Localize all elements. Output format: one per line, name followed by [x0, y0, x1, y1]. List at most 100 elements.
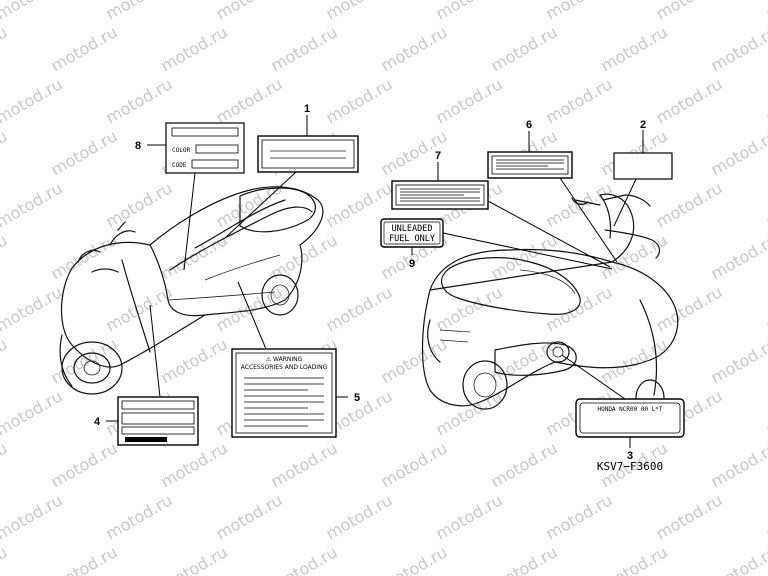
- watermark-text: motod.ru: [0, 230, 11, 283]
- watermark-text: motod.ru: [268, 438, 341, 491]
- watermark-text: motod.ru: [378, 438, 451, 491]
- callout-2: 2: [640, 119, 646, 131]
- callout-numbers: 1 2 3 4 5 6 7 8 9: [94, 103, 646, 462]
- watermark-text: motod.ru: [708, 438, 768, 491]
- label-9-line1: UNLEADED: [392, 224, 433, 234]
- watermark-text: motod.ru: [708, 334, 768, 387]
- watermark-text: motod.ru: [543, 490, 616, 543]
- label-7-text-lines: [400, 188, 480, 202]
- watermark-text: motod.ru: [103, 490, 176, 543]
- watermark-text: motod.ru: [158, 334, 231, 387]
- watermark-text: motod.ru: [0, 282, 66, 335]
- watermark-text: motod.ru: [0, 0, 66, 23]
- label-3-plate: HONDA NCR00 00 L*T: [575, 398, 685, 438]
- watermark-text: motod.ru: [488, 542, 561, 576]
- left-scooter-outline: [59, 186, 324, 395]
- label-5-text-lines: [244, 377, 324, 427]
- watermark-text: motod.ru: [103, 178, 176, 231]
- label-3-text: HONDA NCR00 00 L*T: [597, 406, 662, 413]
- callout-1: 1: [304, 103, 310, 115]
- watermark-text: motod.ru: [433, 0, 506, 23]
- watermark-text: motod.ru: [0, 490, 66, 543]
- watermark-text: motod.ru: [103, 0, 176, 23]
- watermark-text: motod.ru: [598, 22, 671, 75]
- watermark-text: motod.ru: [488, 334, 561, 387]
- watermark-text: motod.ru: [433, 282, 506, 335]
- watermark-text: motod.ru: [268, 542, 341, 576]
- watermark-text: motod.ru: [158, 230, 231, 283]
- watermark-text: motod.ru: [763, 0, 768, 23]
- drawing-code: KSV7−F3600: [597, 460, 663, 473]
- watermark-text: motod.ru: [0, 74, 66, 127]
- watermark-text: motod.ru: [598, 542, 671, 576]
- label-9-line2: FUEL ONLY: [389, 234, 435, 244]
- label-5-warning-title: ⚠ WARNING: [266, 356, 303, 363]
- watermark-text: motod.ru: [0, 178, 66, 231]
- watermark-text: motod.ru: [103, 282, 176, 335]
- leader-lines: [106, 115, 644, 448]
- watermark-text: motod.ru: [433, 386, 506, 439]
- label-6-plate: [487, 151, 573, 179]
- watermark-text: motod.ru: [488, 438, 561, 491]
- watermark-text: motod.ru: [488, 22, 561, 75]
- watermark-text: motod.ru: [0, 438, 11, 491]
- watermark-text: motod.ru: [763, 386, 768, 439]
- watermark-text: motod.ru: [653, 0, 726, 23]
- watermark-text: motod.ru: [213, 0, 286, 23]
- label-4-plate: [117, 396, 199, 446]
- watermark-text: motod.ru: [0, 126, 11, 179]
- watermark-text: motod.ru: [433, 74, 506, 127]
- watermark-text: motod.ru: [48, 22, 121, 75]
- watermark-text: motod.ru: [653, 282, 726, 335]
- watermark-text: motod.ru: [0, 334, 11, 387]
- watermark-text: motod.ru: [158, 542, 231, 576]
- callout-7: 7: [435, 150, 441, 162]
- watermark-text: motod.ru: [708, 542, 768, 576]
- watermark-text: motod.ru: [433, 490, 506, 543]
- watermark-text: motod.ru: [708, 22, 768, 75]
- label-1-plate: [257, 135, 359, 173]
- watermark-text: motod.ru: [598, 230, 671, 283]
- watermark-text: motod.ru: [323, 490, 396, 543]
- watermark-text: motod.ru: [48, 542, 121, 576]
- watermark-text: motod.ru: [763, 74, 768, 127]
- watermark-text: motod.ru: [213, 74, 286, 127]
- watermark-text: motod.ru: [763, 490, 768, 543]
- watermark-text: motod.ru: [213, 490, 286, 543]
- watermark-text: motod.ru: [763, 282, 768, 335]
- callout-9: 9: [409, 258, 415, 270]
- label-2-plate: [613, 152, 673, 180]
- watermark-text: motod.ru: [543, 282, 616, 335]
- watermark-text: motod.ru: [323, 0, 396, 23]
- watermark-text: motod.ru: [158, 22, 231, 75]
- label-7-plate: [391, 180, 489, 210]
- watermark-text: motod.ru: [598, 334, 671, 387]
- watermark-text: motod.ru: [0, 22, 11, 75]
- label-5-warning-plate: ⚠ WARNING ACCESSORIES AND LOADING: [231, 348, 337, 438]
- watermark-text: motod.ru: [0, 386, 66, 439]
- watermark-text: motod.ru: [323, 74, 396, 127]
- watermark-text: motod.ru: [103, 74, 176, 127]
- label-9-fuel-plate: UNLEADED FUEL ONLY: [380, 218, 444, 248]
- label-8-plate: COLOR CODE: [165, 122, 245, 174]
- watermark-text: motod.ru: [543, 74, 616, 127]
- label-8-code-text: CODE: [172, 162, 187, 169]
- watermark-text: motod.ru: [378, 542, 451, 576]
- watermark-text: motod.ru: [48, 438, 121, 491]
- label-6-text-lines: [496, 159, 564, 170]
- callout-4: 4: [94, 416, 101, 428]
- watermark-text: motod.ru: [708, 230, 768, 283]
- watermark-text: motod.ru: [543, 0, 616, 23]
- watermark-text: motod.ru: [158, 438, 231, 491]
- watermark-text: motod.ru: [653, 490, 726, 543]
- watermark-text: motod.ru: [0, 542, 11, 576]
- label-8-color-text: COLOR: [172, 147, 190, 154]
- callout-5: 5: [354, 392, 360, 404]
- watermark-text: motod.ru: [48, 126, 121, 179]
- watermark-text: motod.ru: [653, 74, 726, 127]
- watermark-text: motod.ru: [378, 22, 451, 75]
- callout-3: 3: [627, 450, 633, 462]
- watermark-text: motod.ru: [268, 22, 341, 75]
- watermark-text: motod.ru: [543, 178, 616, 231]
